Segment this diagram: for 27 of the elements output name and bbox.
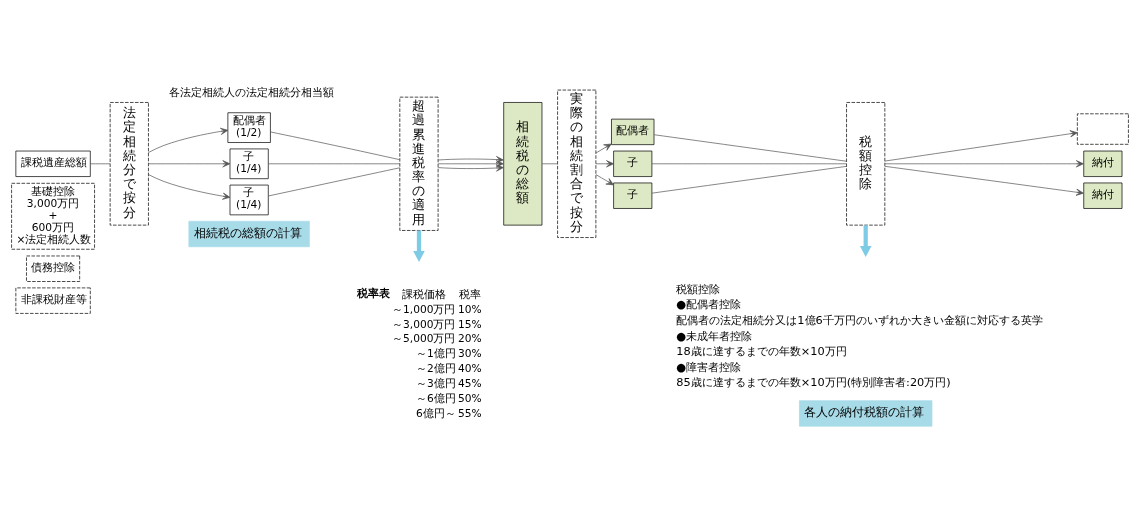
label: 30% [457,346,482,360]
label: 税率 [459,287,482,301]
label: 各法定相続人の法定相続分相当額 [169,85,335,99]
label: 15% [457,317,482,331]
label: ～3,000万円 [392,317,456,331]
label: ～1,000万円 [392,302,456,316]
label: ●障害者控除 [676,359,742,374]
label: 85歳に達するまでの年数×10万円(特別障害者:20万円) [676,374,951,389]
label: 50% [457,391,482,405]
label: 課税価格 [401,287,446,301]
label: 税率表 [356,286,390,300]
label: ～6億円 [416,391,456,405]
label: ●未成年者控除 [676,328,753,343]
label: ～3億円 [416,376,456,390]
label: 税額控除 [676,281,721,296]
label: 45% [457,376,482,390]
label: ●配偶者控除 [676,296,742,311]
label: 10% [457,302,482,316]
label: ～1億円 [416,346,456,360]
label: 6億円～ [416,406,456,420]
label: 配偶者の法定相続分又は1億6千万円のいずれか大きい金額に対応する英学 [676,312,1043,327]
label: ～2億円 [416,361,456,375]
label: 18歳に達するまでの年数×10万円 [676,343,847,358]
label: 20% [457,331,482,345]
label: ～5,000万円 [392,331,456,345]
label: 55% [457,406,482,420]
label: 40% [457,361,482,375]
